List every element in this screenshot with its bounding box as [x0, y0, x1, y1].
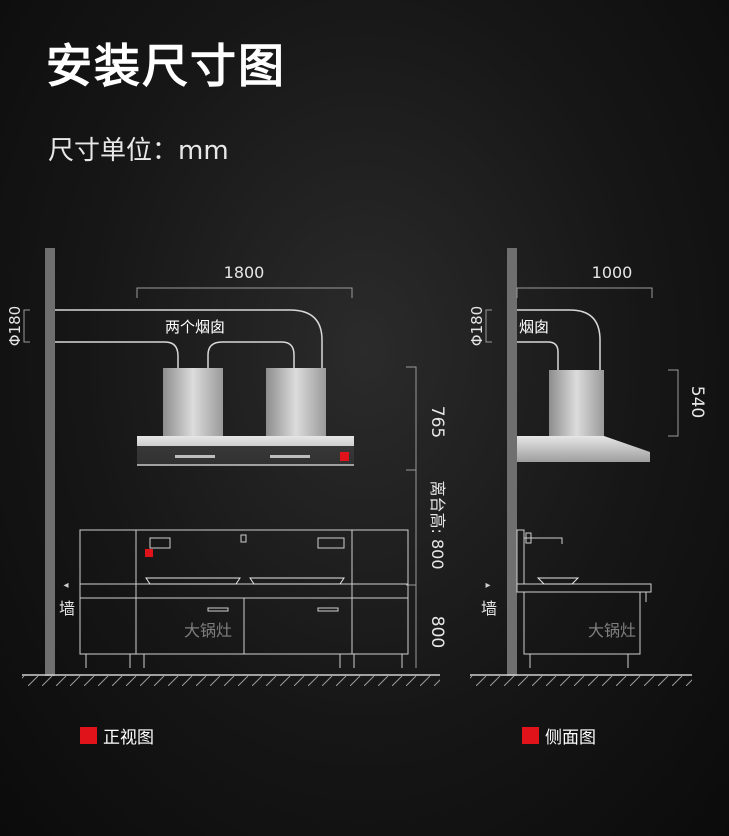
side-wall-arrow-icon: ▸	[485, 580, 490, 591]
side-width-label: 1000	[592, 263, 633, 282]
side-hood-body	[517, 436, 650, 462]
legend-front-label: 正视图	[103, 728, 154, 748]
side-chimney-label: 烟囱	[519, 318, 549, 336]
front-stove-label: 大锅灶	[184, 621, 232, 640]
front-width-label: 1800	[224, 263, 265, 282]
front-wall-label: 墙	[59, 599, 75, 618]
side-hood-stack	[549, 370, 604, 436]
front-counter-height-label: 800	[427, 616, 447, 648]
unit-label: 尺寸单位：mm	[48, 136, 229, 166]
side-hood-height-dimension	[668, 369, 679, 437]
side-hood-height-label: 540	[687, 386, 707, 418]
front-hood-indicator	[340, 452, 349, 461]
front-wall-arrow-icon: ◂	[63, 580, 68, 591]
front-hood-height-dimension	[406, 366, 417, 668]
front-hood-height-label: 765	[427, 406, 447, 438]
legend-swatch-icon	[80, 727, 97, 744]
side-width-dimension	[516, 287, 653, 298]
legend-swatch-icon	[522, 727, 539, 744]
front-chimney-pipes	[55, 309, 323, 368]
legend-side-label: 侧面图	[545, 728, 596, 748]
page-title: 安装尺寸图	[46, 39, 286, 93]
front-width-dimension	[136, 287, 353, 298]
side-pipe-diameter-label: Φ180	[468, 306, 486, 346]
front-hood-stack-left	[163, 368, 223, 438]
side-wall	[507, 248, 517, 676]
side-chimney-pipe	[517, 309, 601, 370]
front-view: 1800 Φ180 两个烟囱 765 离台高: 800	[6, 248, 447, 688]
front-stove-indicator	[145, 549, 153, 557]
legend-front-view: 正视图	[80, 723, 154, 748]
front-hood-stack-right	[266, 368, 326, 438]
front-wall	[45, 248, 55, 676]
legend-side-view: 侧面图	[522, 723, 596, 748]
side-stove	[516, 529, 652, 668]
front-pipe-diameter-label: Φ180	[6, 306, 24, 346]
side-pipe-dimension	[485, 309, 492, 343]
side-stove-label: 大锅灶	[588, 621, 636, 640]
front-pipe-dimension	[23, 309, 30, 343]
side-wall-label: 墙	[481, 599, 497, 618]
front-hood-controls	[175, 455, 310, 458]
front-height-from-counter-label: 离台高: 800	[428, 480, 447, 569]
front-stove	[79, 529, 409, 668]
front-chimney-label: 两个烟囱	[165, 318, 225, 336]
side-view: 1000 Φ180 烟囱 540 大锅灶 ▸ 墙	[468, 248, 707, 688]
